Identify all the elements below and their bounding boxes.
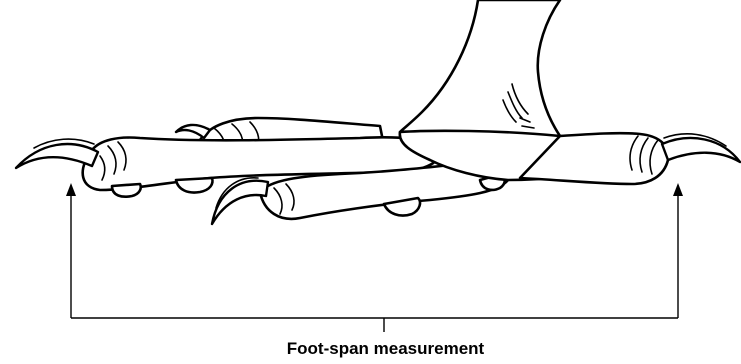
middle-claw — [212, 178, 268, 224]
measurement-caption: Foot-span measurement — [0, 338, 741, 360]
leg — [400, 0, 560, 136]
left-claw — [16, 139, 98, 168]
left-arrowhead — [66, 183, 76, 196]
right-arrowhead — [673, 183, 683, 196]
right-claw — [662, 134, 740, 162]
